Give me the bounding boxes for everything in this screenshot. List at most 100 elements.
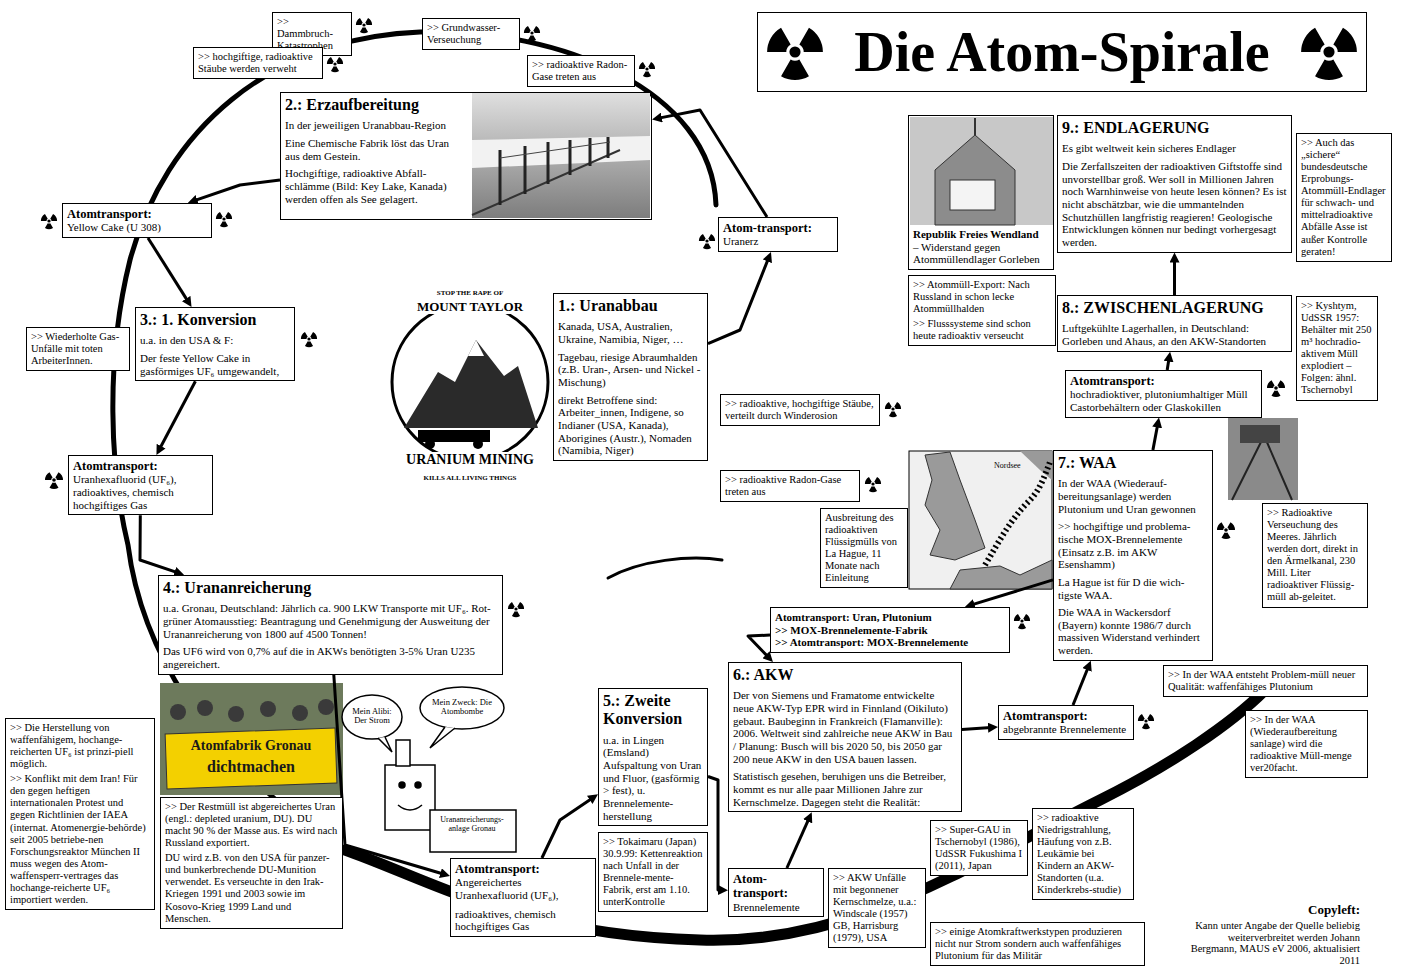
logo-mount-taylor-part	[468, 340, 484, 356]
photo-gronau-protest	[160, 683, 343, 795]
node-heading: >> radioaktive Niedrigstrahlung, Häufung…	[1037, 812, 1129, 896]
transport-box: Atomtransport:abgebrannte Brennelemente	[998, 705, 1134, 740]
label: Urananreicherungs-anlage Gronau	[432, 816, 512, 834]
flow-arrow	[542, 798, 592, 858]
photo-gronau-protest-part	[160, 683, 343, 795]
process-box: 9.: ENDLAGERUNGEs gibt weltweit kein sic…	[1057, 115, 1292, 253]
node-text: In der jeweiligen Uranabbau-Region	[285, 119, 463, 132]
cartoon-gronau-part	[420, 687, 504, 729]
radiation-icons-part	[1014, 614, 1030, 629]
callout-box: >> Der Restmüll ist abgereichertes Uran …	[160, 797, 343, 929]
callout-box: >> In der WAA (Wiederaufbereitung sanlag…	[1245, 710, 1368, 778]
label: MOUNT TAYLOR	[404, 300, 536, 314]
node-heading: >> Der Restmüll ist abgereichertes Uran …	[165, 801, 338, 849]
node-text: >> Atomtransport: MOX-Brennelemente	[775, 636, 1005, 649]
node-heading: >> Super-GAU in Tschernobyl (1986), UdSS…	[935, 824, 1023, 872]
transport-box: Atomtransport:hochradioktiver, plutonium…	[1065, 370, 1262, 418]
label: STOP THE RAPE OF	[428, 290, 512, 298]
node-text: u.a. in den USA & F:	[140, 334, 290, 347]
photo-train-part	[1240, 425, 1280, 443]
cartoon-gronau-part	[415, 782, 421, 788]
radiation-icons-part	[41, 214, 57, 229]
node-text: >> Flusssysteme sind schon heute radioak…	[913, 318, 1051, 342]
node-text: Statistisch gesehen, beruhigen uns die B…	[733, 770, 957, 808]
photo-key-lake-part	[472, 92, 650, 218]
flow-arrow	[194, 180, 280, 201]
callout-box: >> radioaktive Radon-Gase treten aus	[527, 55, 635, 87]
node-heading: 8.: ZWISCHENLAGERUNG	[1062, 299, 1287, 317]
spiral-band-part	[113, 32, 716, 850]
node-text: Die WAA in Wackersdorf (Bayern) konnte 1…	[1058, 606, 1208, 657]
transport-box: Atomtransport:Angereichertes Uranhexaflu…	[450, 858, 596, 937]
map-la-hague-part	[925, 452, 985, 560]
cartoon-gronau-part	[396, 740, 410, 766]
radiation-icon-part	[767, 28, 823, 80]
flow-arrow	[148, 238, 188, 301]
flow-arrow	[708, 777, 721, 891]
cartoon-gronau-part	[430, 810, 516, 852]
node-heading: 2.: Erzaufbereitung	[285, 96, 463, 114]
callout-box: >> Grundwasser-Verseuchung	[422, 18, 520, 50]
transport-box: Atom-transport:Brennelemente	[728, 868, 824, 917]
photo-train-part	[1228, 418, 1298, 500]
radiation-icons-part	[508, 602, 524, 617]
radiation-icon	[764, 21, 826, 83]
spiral-band-part	[345, 690, 1265, 940]
node-heading: 5.: Zweite Konversion	[603, 692, 703, 729]
transport-box: Atomtransport: Uran, Plutonium>> MOX-Bre…	[770, 607, 1010, 653]
label: URANIUM MINING	[396, 452, 544, 467]
radiation-icons-part	[45, 472, 63, 489]
spiral-band-part	[608, 558, 722, 578]
callout-box: >> radioaktive Niedrigstrahlung, Häufung…	[1032, 808, 1134, 900]
radiation-icons-part	[1267, 380, 1285, 397]
photo-train	[1228, 418, 1298, 500]
node-text: Es gibt weltweit kein sicheres Endlager	[1062, 142, 1287, 155]
flow-arrow	[787, 819, 809, 868]
node-heading: Atomtransport:	[1070, 374, 1257, 388]
radiation-icons-part	[356, 18, 372, 33]
node-text: >> Konflikt mit dem Iran! Für den gegen …	[10, 773, 150, 906]
photo-key-lake-part	[500, 137, 608, 205]
node-heading: Atomtransport:	[67, 207, 207, 221]
callout-box: >> Kyshtym, UdSSR 1957: Behälter mit 250…	[1296, 296, 1378, 401]
callout-box: >> Atommüll-Export: Nach Russland in sch…	[908, 275, 1056, 346]
radiation-icons-part	[865, 477, 881, 492]
node-text: >> hochgiftige und problema-tische MOX-B…	[1058, 520, 1208, 571]
callout-box: >> Die Herstellung von waffenfähigem, ho…	[5, 718, 155, 910]
photo-wendland-part	[935, 135, 1015, 225]
flow-arrow	[748, 635, 770, 657]
node-heading: >> einige Atomkraftwerkstypen produziere…	[935, 926, 1140, 962]
node-heading: Atom-transport:	[723, 221, 833, 235]
node-heading: Republik Freies Wendland	[913, 228, 1049, 241]
node-heading: Ausbreitung des radioaktiven Flüssigmüll…	[825, 512, 903, 584]
callout-box: >> einige Atomkraftwerkstypen produziere…	[930, 922, 1145, 966]
node-heading: >> AKW Unfälle mit begonnener Kernschmel…	[833, 872, 921, 944]
node-text: Die Zerfallszeiten der radioaktiven Gift…	[1062, 160, 1287, 248]
flow-arrow	[1153, 425, 1158, 451]
node-text: Das UF6 wird von 0,7% auf die in AKWs be…	[163, 645, 498, 670]
transport-box: Atom-transport:Uranerz	[718, 217, 838, 252]
node-heading: Atomtransport:	[73, 459, 208, 473]
label: Atomfabrik Gronau	[172, 738, 330, 753]
cartoon-gronau-part	[378, 737, 392, 752]
title: Die Atom-Spirale	[854, 20, 1269, 84]
cartoon-gronau-part	[430, 727, 455, 748]
callout-box: >> AKW Unfälle mit begonnener Kernschmel…	[828, 868, 926, 948]
process-box: 8.: ZWISCHENLAGERUNGLuftgekühlte Lagerha…	[1057, 295, 1292, 352]
node-text: hochradioktiver, plutoniumhaltiger Müll …	[1070, 388, 1257, 413]
node-heading: 6.: AKW	[733, 666, 957, 684]
node-text: Yellow Cake (U 308)	[67, 221, 207, 234]
photo-key-lake-part	[472, 150, 620, 215]
node-heading: >> radioaktive Radon-Gase treten aus	[532, 59, 630, 83]
node-heading: >> Atommüll-Export: Nach Russland in sch…	[913, 279, 1051, 315]
node-heading: 7.: WAA	[1058, 454, 1208, 472]
node-heading: Atomtransport:	[455, 862, 591, 876]
callout-box: >> hochgiftige, radioaktive Stäube werde…	[193, 47, 323, 79]
cartoon-gronau-part	[342, 695, 402, 739]
node-text: Der feste Yellow Cake in gasförmiges UF₆…	[140, 352, 290, 377]
flow-arrow	[1173, 260, 1176, 296]
node-heading: >> In der WAA entsteht Problem-müll neue…	[1168, 669, 1363, 693]
node-text: In der WAA (Wiederauf-bereitungsanlage) …	[1058, 477, 1208, 515]
radiation-icons-part	[699, 234, 715, 249]
node-text: u.a. Gronau, Deutschland: Jährlich ca. 9…	[163, 602, 498, 640]
